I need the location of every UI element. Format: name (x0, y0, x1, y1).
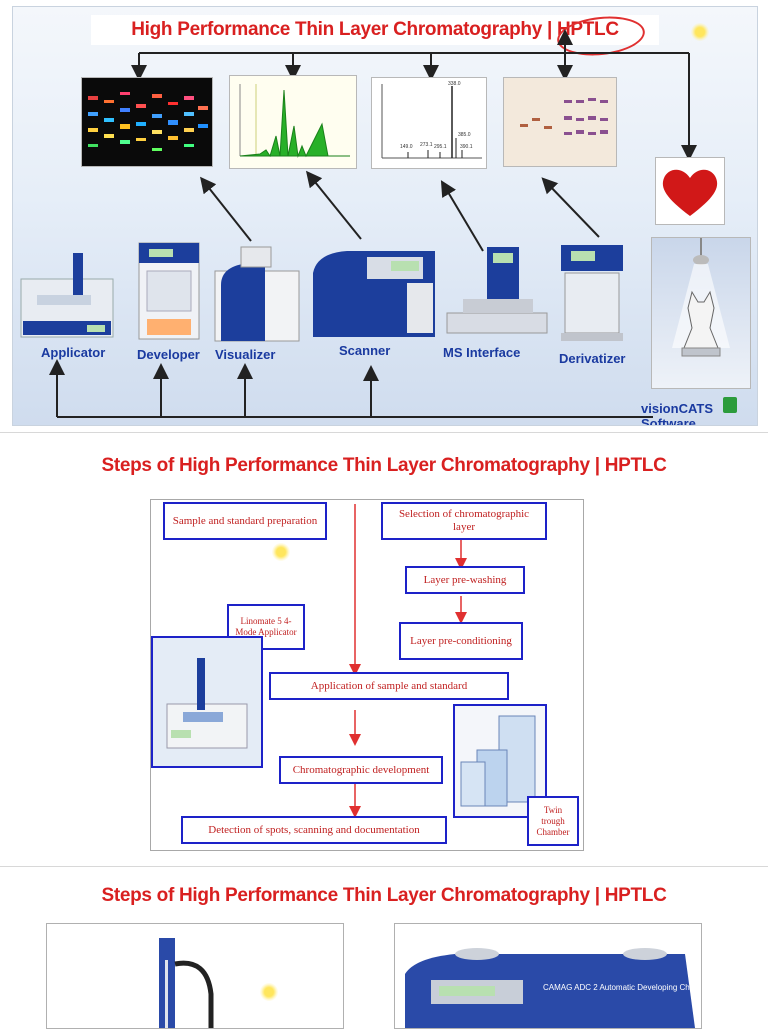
device-label-applicator: Applicator (41, 345, 106, 360)
visioncats-brand-text: visionCATS Software (641, 401, 713, 426)
device-label-ms-interface: MS Interface (443, 345, 521, 360)
visioncats-logo-icon (723, 397, 737, 413)
ms-peak-label: 390.1 (460, 144, 473, 150)
cursor-highlight-icon (691, 23, 709, 41)
tlc-plate-fluorescence-image (81, 77, 213, 167)
slide3-title: Steps of High Performance Thin Layer Chr… (101, 885, 667, 906)
derivatizer-device-image (557, 243, 627, 343)
linomate-applicator-image (151, 636, 263, 768)
visualizer-device-graphic (214, 246, 300, 342)
heart-image (655, 157, 725, 225)
ms-spectrum-image: 149.0 273.1 295.1 338.0 385.0 390.1 (371, 77, 487, 169)
ms-peak-label: 385.0 (458, 132, 471, 138)
cursor-highlight-icon (272, 543, 290, 561)
ms-peak-label: 149.0 (400, 144, 413, 150)
step-layer-selection: Selection of chromatographic layer (381, 502, 547, 540)
step-chromatographic-development: Chromatographic development (279, 756, 443, 784)
ms-spectrum-graphic: 149.0 273.1 295.1 338.0 385.0 390.1 (381, 81, 482, 159)
ms-interface-device-image (443, 243, 551, 343)
device-label-scanner: Scanner (339, 343, 391, 358)
applicator-device-image (17, 249, 117, 341)
step-detection-scanning: Detection of spots, scanning and documen… (181, 816, 447, 844)
visualizer-device-image (211, 241, 303, 345)
scanner-device-image (307, 243, 441, 341)
densitogram-image (229, 75, 357, 169)
device-label-derivatizer: Derivatizer (559, 351, 626, 366)
cat-lamp-graphic (672, 238, 730, 357)
adc2-device-text: CAMAG ADC 2 Automatic Developing Chamber (543, 983, 701, 992)
developer-device-image (137, 241, 201, 341)
ms-peak-label: 273.1 (420, 142, 433, 148)
adc2-chamber-graphic: CAMAG ADC 2 Automatic Developing Chamber (405, 948, 701, 1028)
step-application: Application of sample and standard (269, 672, 509, 700)
twin-trough-chamber-image (453, 704, 547, 818)
step-layer-preconditioning: Layer pre-conditioning (399, 622, 523, 660)
device-label-developer: Developer (137, 347, 200, 362)
flow-arrows (349, 504, 467, 818)
ms-peak-label: 338.0 (448, 81, 461, 87)
densitogram-peaks-graphic (239, 84, 350, 158)
step-layer-prewashing: Layer pre-washing (405, 566, 525, 594)
tlc-bands-graphic (88, 92, 208, 151)
derivatized-plate-image (503, 77, 617, 167)
derivatized-bands-graphic (520, 98, 608, 135)
visioncats-lamp-image (651, 237, 751, 389)
adc2-developing-chamber-image: CAMAG ADC 2 Automatic Developing Chamber (394, 923, 702, 1029)
applicator-device-graphic (20, 253, 114, 338)
slide-hptlc-steps-devices: Steps of High Performance Thin Layer Chr… (0, 866, 768, 1029)
heart-icon (662, 169, 718, 216)
scanner-device-graphic (313, 251, 435, 337)
slide-hptlc-overview: High Performance Thin Layer Chromatograp… (12, 6, 758, 426)
steps-flow-diagram: Sample and standard preparation Selectio… (150, 499, 584, 851)
syringe-applicator-image (46, 923, 344, 1029)
connector-arrows (49, 29, 697, 418)
cursor-highlight-icon (260, 983, 278, 1001)
linomate-graphic (166, 658, 248, 749)
syringe-applicator-graphic (159, 938, 214, 1028)
twin-trough-graphic (460, 715, 536, 807)
ms-peak-label: 295.1 (434, 144, 447, 150)
ms-interface-device-graphic (446, 247, 548, 334)
slide-hptlc-steps: Steps of High Performance Thin Layer Chr… (0, 432, 768, 865)
slide2-title: Steps of High Performance Thin Layer Chr… (101, 455, 667, 476)
developer-device-graphic (138, 242, 200, 340)
step-sample-preparation: Sample and standard preparation (163, 502, 327, 540)
derivatizer-device-graphic (561, 245, 623, 341)
device-label-visualizer: Visualizer (215, 347, 276, 362)
twin-trough-label: Twin trough Chamber (527, 796, 579, 846)
